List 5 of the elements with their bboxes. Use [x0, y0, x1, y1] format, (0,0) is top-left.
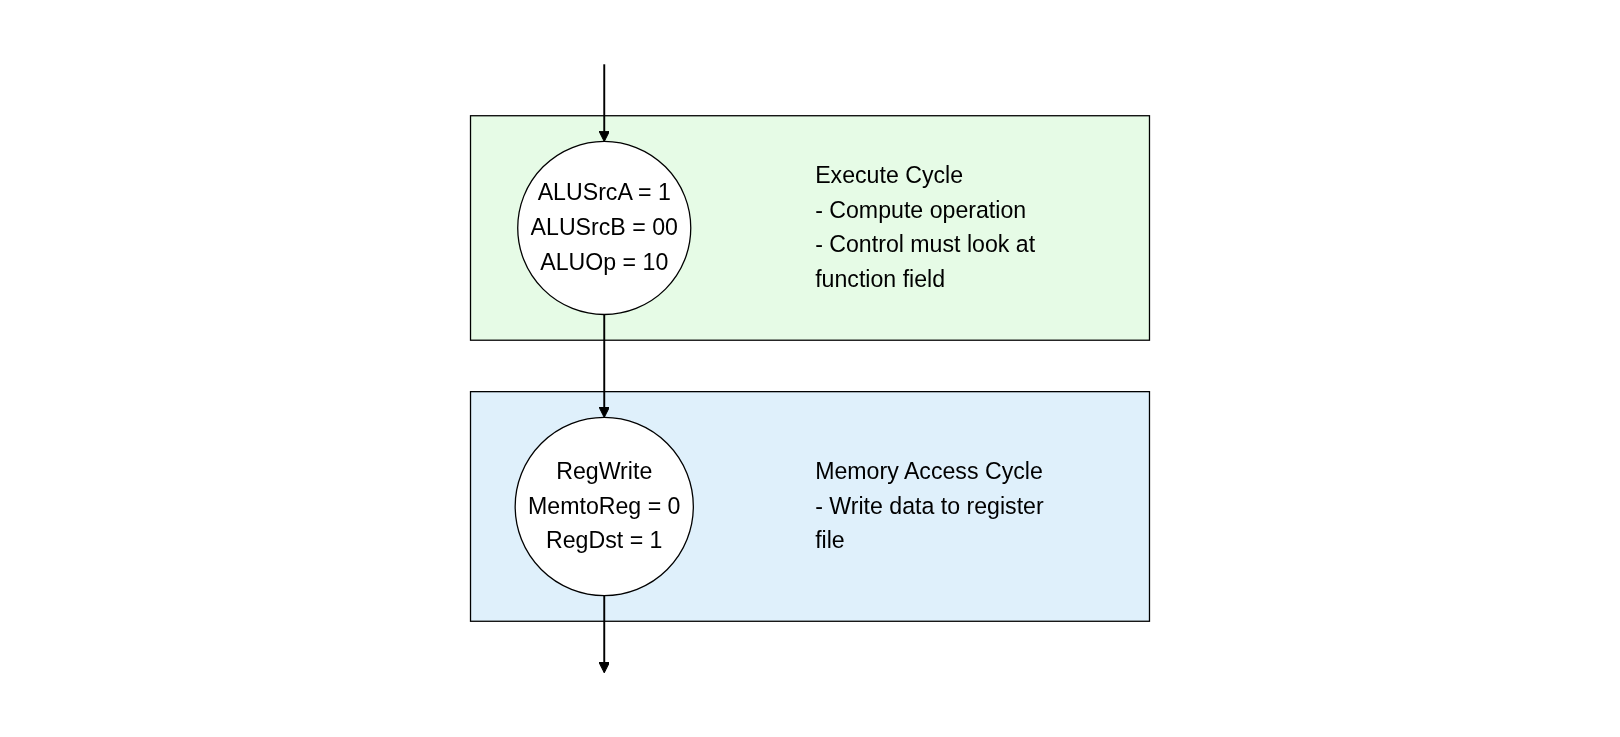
node-circle: RegWrite MemtoReg = 0 RegDst = 1: [514, 416, 694, 597]
arrow: [598, 594, 610, 674]
arrow: [598, 63, 610, 142]
arrow: [598, 313, 610, 418]
node-circle: ALUSrcA = 1 ALUSrcB = 00 ALUOp = 10: [517, 140, 692, 316]
